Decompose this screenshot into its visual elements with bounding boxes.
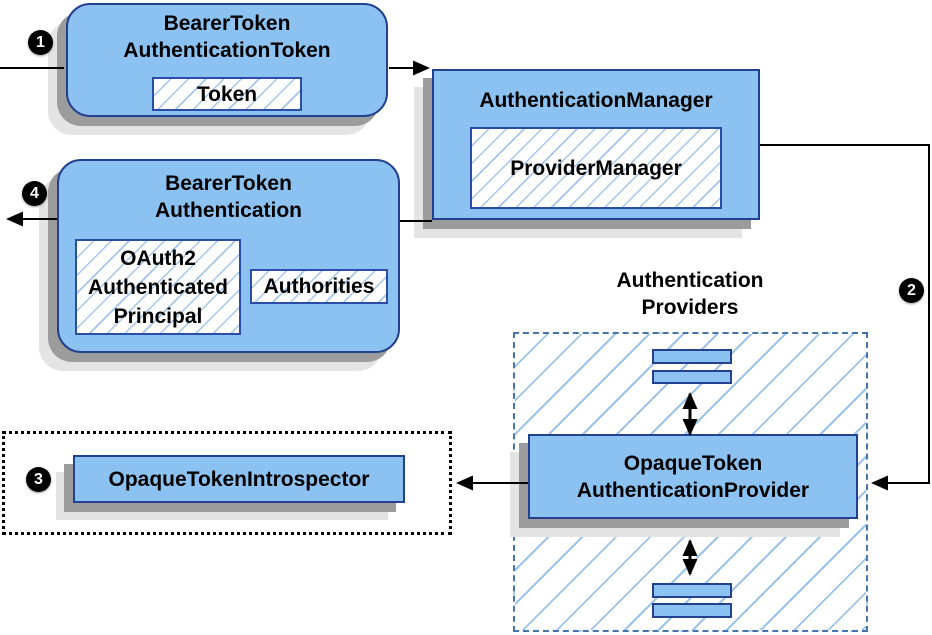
node-bearer-token-authentication-token: BearerToken AuthenticationToken Token [66,3,388,117]
step-2-badge: 2 [899,278,924,303]
node-bearer-token-authentication-title: BearerToken Authentication [59,170,398,224]
authentication-providers-label-line2: Providers [641,296,739,319]
node-opaque-token-introspector: OpaqueTokenIntrospector [73,455,405,503]
node-token: Token [152,77,302,111]
step-3-number: 3 [34,470,43,488]
node-opaque-token-authentication-provider: OpaqueToken AuthenticationProvider [528,434,858,519]
node-opaque-token-authentication-provider-title: OpaqueToken AuthenticationProvider [577,450,809,504]
step-1-badge: 1 [28,30,53,55]
node-bearer-token-authentication-token-title: BearerToken AuthenticationToken [123,10,330,64]
node-bearer-token-authentication-token-title-line1: BearerToken [163,12,291,35]
node-authorities-label: Authorities [263,275,375,298]
node-oauth2-authenticated-principal-line3: Principal [113,304,203,328]
authentication-providers-label: Authentication Providers [550,267,830,321]
node-bearer-token-authentication-title-line2: Authentication [155,199,302,222]
step-4-badge: 4 [22,181,47,206]
generic-provider-bar [652,583,732,598]
node-authorities: Authorities [250,269,388,304]
step-2-number: 2 [907,281,916,299]
node-oauth2-authenticated-principal-label: OAuth2 Authenticated Principal [88,244,228,331]
node-opaque-token-introspector-label: OpaqueTokenIntrospector [108,467,370,491]
node-opaque-token-authentication-provider-title-line1: OpaqueToken [623,451,763,475]
node-opaque-token-authentication-provider-title-line2: AuthenticationProvider [576,478,810,502]
node-oauth2-authenticated-principal-line2: Authenticated [87,275,228,299]
node-provider-manager: ProviderManager [470,127,722,209]
generic-provider-bar [652,349,732,364]
generic-provider-bar [652,603,732,618]
step-4-number: 4 [30,184,39,202]
node-oauth2-authenticated-principal: OAuth2 Authenticated Principal [75,239,241,335]
node-oauth2-authenticated-principal-line1: OAuth2 [120,246,196,270]
node-provider-manager-label: ProviderManager [510,156,682,180]
generic-provider-bar [652,370,732,384]
step-3-badge: 3 [26,467,51,492]
authentication-providers-label-line1: Authentication [616,269,764,292]
node-bearer-token-authentication: BearerToken Authentication OAuth2 Authen… [57,159,400,353]
step-1-number: 1 [36,33,45,51]
node-bearer-token-authentication-token-title-line2: AuthenticationToken [123,39,331,62]
node-token-label: Token [196,82,258,106]
node-bearer-token-authentication-title-line1: BearerToken [165,172,292,195]
node-authentication-manager-title: AuthenticationManager [479,89,713,112]
node-authentication-manager: AuthenticationManager ProviderManager [432,69,760,220]
